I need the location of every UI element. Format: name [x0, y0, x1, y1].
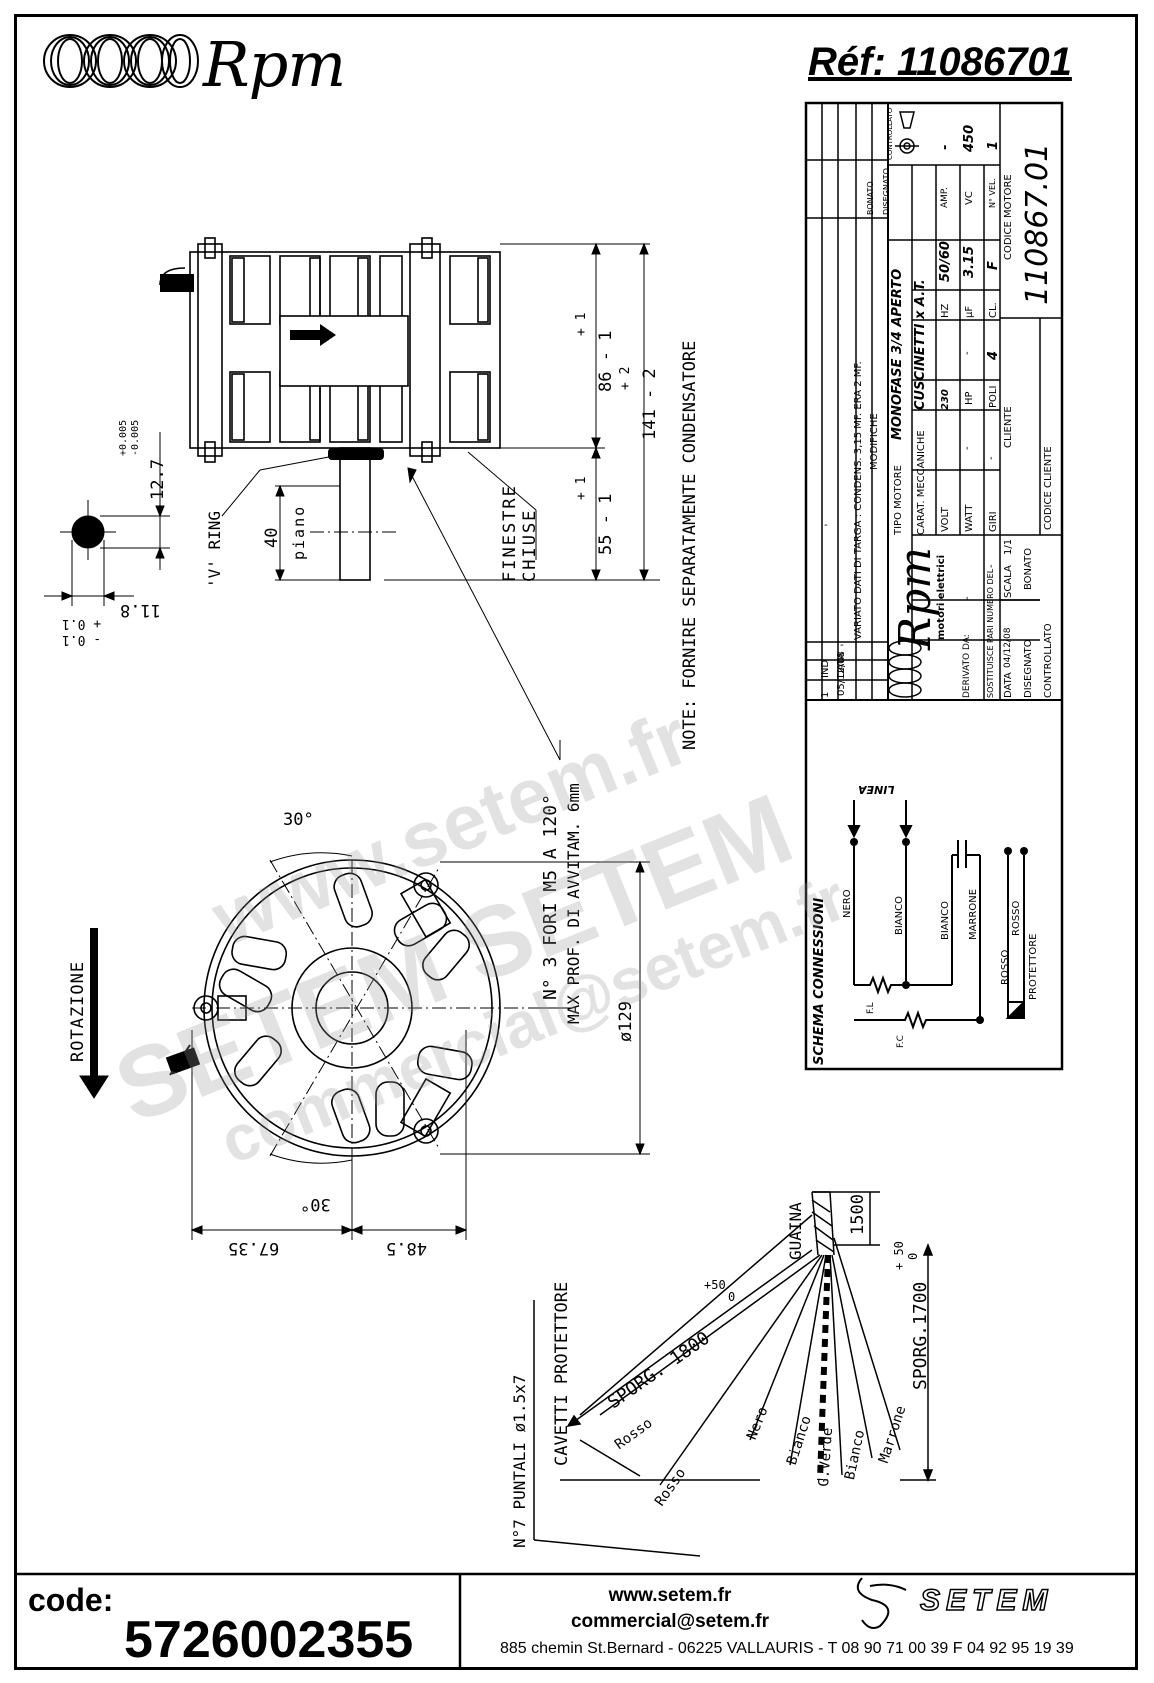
- code-value: 5726002355: [124, 1611, 414, 1669]
- rev-dash: -: [840, 640, 844, 651]
- drawing-sheet: [14, 14, 1138, 1670]
- rpm-coil-logo: [43, 34, 199, 88]
- sporg-1800-tol0: 0: [728, 1290, 736, 1304]
- footer-address: 885 chemin St.Bernard - 06225 VALLAURIS …: [500, 1640, 1074, 1657]
- angle-top: 30°: [283, 810, 314, 830]
- footer-email[interactable]: commercial@setem.fr: [570, 1611, 770, 1632]
- reference-number: Réf: 11086701: [808, 40, 1072, 84]
- sporg-1800-tol: +50: [704, 1278, 726, 1292]
- rev-dash: -: [824, 520, 828, 531]
- code-label: code:: [28, 1582, 114, 1618]
- footer-website[interactable]: www.setem.fr: [608, 1585, 732, 1606]
- brand-logo-text: Rpm: [203, 28, 346, 101]
- setem-logo: SETEM: [919, 1583, 1054, 1618]
